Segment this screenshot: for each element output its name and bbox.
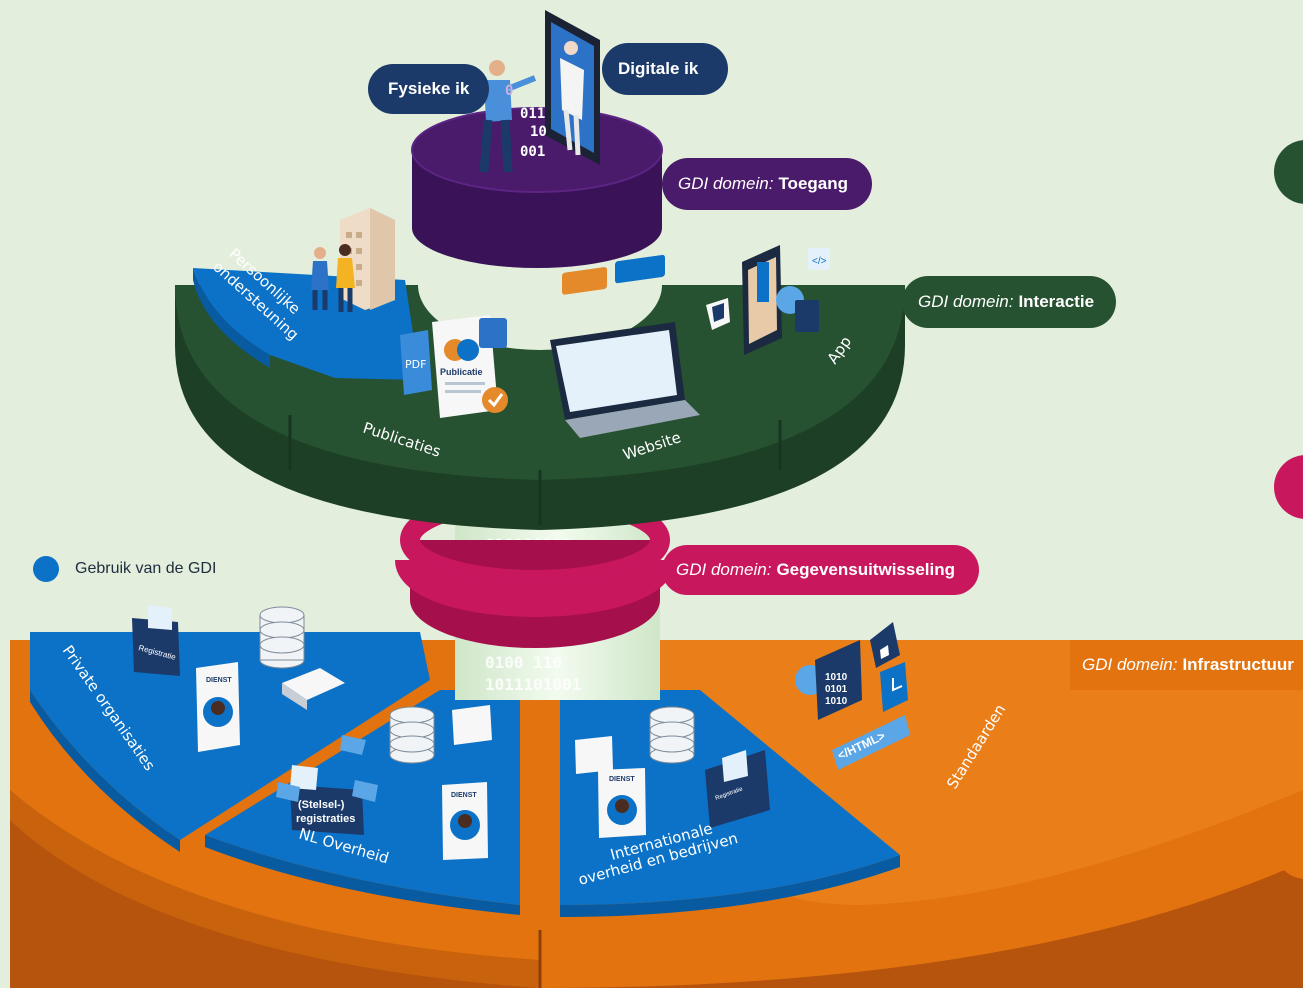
database-icon — [259, 606, 305, 669]
svg-text:DIENST: DIENST — [451, 792, 477, 799]
toegang-binary: 0 011 10 001 — [505, 83, 547, 160]
router-icon — [282, 668, 613, 774]
binary-row: 1011101001 — [485, 675, 581, 694]
registratie-folder-icon: Registratie — [705, 750, 770, 828]
domain-toegang-pill: GDI domein:Toegang — [662, 158, 873, 210]
legend-gdi-use-marker — [33, 556, 59, 582]
svg-text:PDF: PDF — [405, 358, 426, 371]
pdf-document-icon: PDF — [400, 330, 432, 395]
svg-text:</>: </> — [812, 256, 827, 267]
domain-interactie-pill: GDI domein:Interactie — [902, 276, 1117, 328]
database-icon — [389, 706, 435, 764]
database-icon — [649, 706, 695, 764]
svg-text:registraties: registraties — [296, 813, 355, 825]
gegevensuitwisseling-ring — [395, 490, 675, 648]
domain-infrastructuur-pill: GDI domein:Infrastructuur — [1070, 640, 1303, 690]
laptop-website-icon — [550, 254, 700, 438]
dienst-card-icon: DIENST — [598, 768, 646, 838]
physical-person-label: Fysieke ik — [368, 64, 490, 114]
svg-text:(Stelsel-): (Stelsel-) — [298, 799, 345, 811]
physical-person — [479, 60, 537, 173]
tablet-digital-person — [545, 10, 600, 165]
binary-row: 0100 110 — [485, 653, 562, 672]
svg-text:011: 011 — [520, 106, 545, 122]
standaarden-icons: 1010 0101 1010 </HTML> — [795, 622, 910, 770]
svg-text:0101: 0101 — [825, 684, 848, 695]
legend: Gebruik van de GDI — [33, 556, 216, 582]
svg-text:001: 001 — [520, 144, 545, 160]
svg-text:0: 0 — [505, 83, 513, 99]
svg-text:1010: 1010 — [825, 672, 848, 683]
registratie-folder-icon: Registratie — [132, 605, 180, 676]
domain-gegevensuitwisseling-pill: GDI domein:Gegevensuitwisseling — [662, 545, 979, 595]
svg-text:DIENST: DIENST — [206, 677, 232, 684]
two-people-icon — [311, 244, 355, 312]
digital-person-label: Digitale ik — [602, 43, 729, 95]
svg-text:DIENST: DIENST — [609, 776, 635, 783]
svg-text:Publicatie: Publicatie — [440, 367, 483, 377]
svg-text:10: 10 — [530, 124, 547, 140]
stelsel-registraties-folder-icon: (Stelsel-) registraties — [276, 735, 378, 835]
dienst-card-icon: DIENST — [196, 662, 240, 752]
smartphone-app-icon: </> — [706, 245, 830, 355]
publicatie-document-icon: Publicatie — [432, 315, 508, 418]
legend-label: Gebruik van de GDI — [75, 560, 217, 577]
svg-text:1010: 1010 — [825, 696, 848, 707]
dienst-card-icon: DIENST — [442, 782, 488, 860]
